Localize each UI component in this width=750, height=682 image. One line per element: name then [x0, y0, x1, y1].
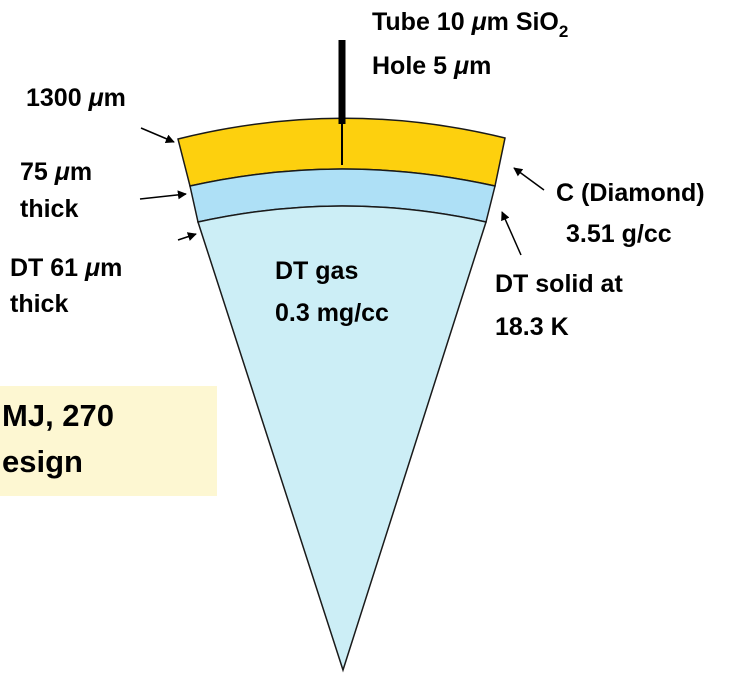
outer-radius-arrow	[140, 127, 175, 143]
dt-ice-arrow	[177, 232, 197, 241]
caption-line-2: esign	[2, 444, 83, 479]
dt-gas-label-1: DT gas	[275, 257, 358, 285]
dt-ice-label-2: thick	[10, 290, 68, 318]
dt-gas-region	[197, 205, 487, 673]
ablator-thickness-label-1: 75 μm	[20, 158, 92, 186]
ablator-material-arrow	[513, 167, 545, 191]
ablator-thickness-label-2: thick	[20, 195, 78, 223]
dt-solid-arrow	[501, 211, 522, 256]
outer-radius-label: 1300 μm	[26, 84, 126, 112]
tube-label-line-2: Hole 5 μm	[372, 52, 491, 80]
ablator-material-label-1: C (Diamond)	[556, 179, 705, 207]
dt-solid-label-1: DT solid at	[495, 270, 623, 298]
tube-label-line-1: Tube 10 μm SiO2	[372, 8, 568, 41]
ablator-material-label-2: 3.51 g/cc	[566, 220, 672, 248]
dt-gas-label-2: 0.3 mg/cc	[275, 299, 389, 327]
dt-solid-label-2: 18.3 K	[495, 313, 569, 341]
caption-box	[0, 386, 217, 496]
dt-ice-label-1: DT 61 μm	[10, 254, 122, 282]
caption-line-1: MJ, 270	[2, 398, 114, 433]
ablator-thickness-arrow	[139, 190, 187, 200]
